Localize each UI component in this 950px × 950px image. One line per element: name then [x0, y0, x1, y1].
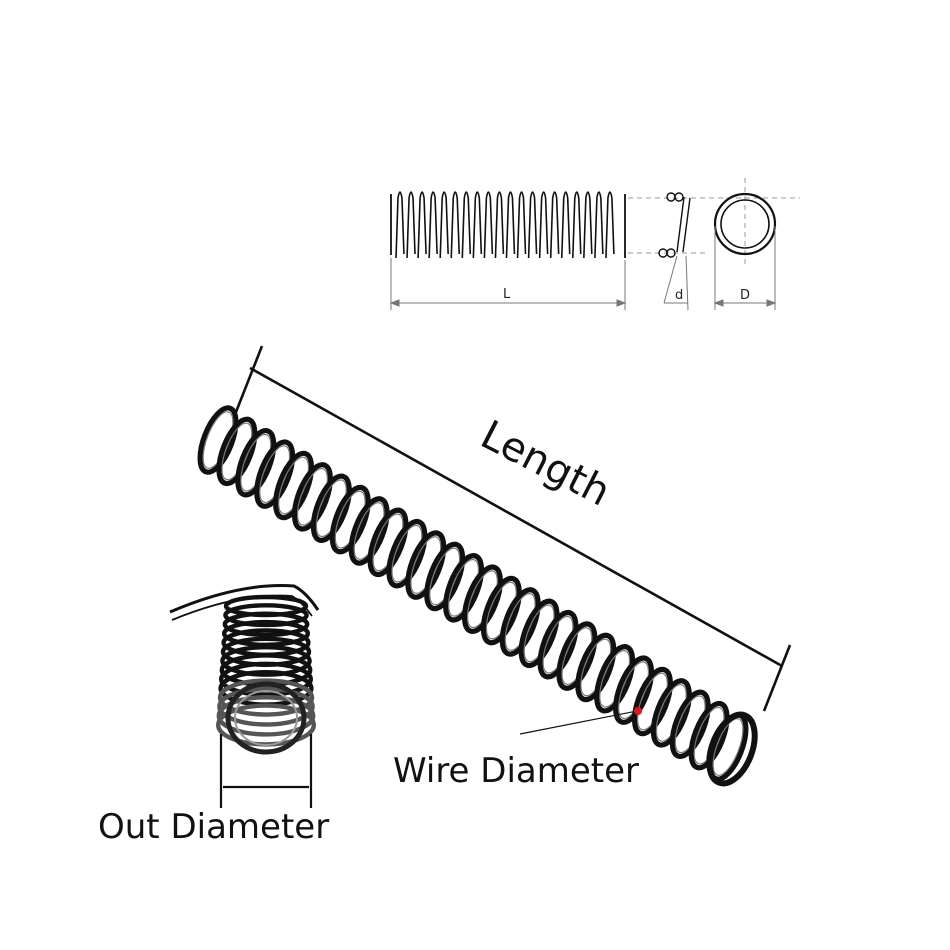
spring-coil	[688, 700, 730, 771]
spring-coil	[594, 644, 636, 714]
coil-profile	[439, 191, 449, 259]
length-label: Length	[473, 412, 617, 516]
coil-profile	[605, 191, 615, 259]
spring-coil	[631, 666, 673, 737]
short-spring-coil	[222, 611, 310, 638]
short-spring-illustration	[169, 584, 320, 755]
spring-coil	[461, 564, 503, 634]
spring-coil	[367, 507, 409, 578]
coil-profile	[505, 191, 516, 259]
short-spring-coil	[217, 678, 315, 717]
coil-profile	[483, 191, 494, 259]
coil-profile	[450, 191, 461, 259]
spring-coil	[650, 678, 692, 748]
spring-coil	[329, 484, 371, 555]
spring-coil	[537, 609, 579, 680]
dimension-lines	[389, 226, 777, 311]
short-spring-coil	[220, 644, 312, 677]
coil-profile	[472, 191, 483, 259]
coil-profile	[516, 191, 527, 259]
spring-coil	[235, 428, 277, 498]
out-diameter-dimension	[219, 734, 313, 808]
spring-coil-highlight	[712, 718, 744, 776]
coil-profile	[428, 191, 438, 259]
coil-profile	[560, 191, 571, 259]
coil-profile	[583, 191, 593, 259]
short-spring-coil	[216, 695, 316, 737]
short-spring-open-end	[225, 681, 307, 755]
spring-coil	[197, 405, 239, 475]
short-spring-open-end-inner	[234, 690, 298, 746]
coil-profile	[395, 191, 405, 259]
length-symbol-label: L	[503, 287, 511, 302]
spring-coil	[291, 462, 333, 532]
spring-coil	[443, 553, 485, 623]
coil-profile	[572, 191, 582, 259]
spring-coil	[254, 439, 296, 509]
spring-coil	[386, 518, 428, 589]
spring-side-view	[395, 191, 615, 259]
wire-diameter-pointer	[519, 710, 638, 735]
spring-coil	[575, 632, 617, 703]
short-spring-coil	[217, 686, 315, 727]
spring-coil	[348, 496, 390, 566]
end-view-ring	[713, 192, 777, 256]
spring-coil	[669, 689, 711, 759]
coil-profile	[594, 191, 604, 259]
coil-profile	[461, 191, 472, 259]
coil-profile	[417, 191, 427, 259]
spring-coil	[216, 416, 258, 487]
out-diameter-label: Out Diameter	[98, 807, 329, 847]
coil-profile	[406, 191, 416, 259]
spring-coil	[405, 530, 447, 600]
coil-profile	[527, 191, 538, 259]
spring-coil	[613, 655, 655, 725]
wire-diameter-marker	[634, 707, 642, 715]
coil-profile	[549, 191, 560, 259]
technical-drawing: L d D	[389, 178, 800, 311]
spring-coil	[310, 473, 352, 543]
spring-wire-tail	[169, 584, 320, 614]
spring-coil	[518, 598, 560, 669]
wire-section-view	[658, 192, 691, 258]
spring-coil	[499, 587, 541, 657]
short-spring-coil	[218, 661, 313, 697]
spring-coil	[480, 575, 522, 646]
long-spring-illustration	[197, 405, 758, 787]
spring-coil	[424, 541, 466, 612]
short-spring-coil	[221, 619, 310, 648]
spring-coil	[556, 621, 598, 691]
coil-profile	[538, 191, 549, 259]
spring-front-coil	[706, 711, 758, 787]
coil-profile	[494, 191, 505, 259]
short-spring-coil	[223, 603, 309, 628]
length-dimension	[234, 345, 792, 712]
wire-diameter-label: Wire Diameter	[393, 751, 639, 791]
spring-coil	[273, 450, 315, 521]
diameter-symbol-label: D	[740, 288, 750, 303]
wire-symbol-label: d	[675, 288, 683, 303]
